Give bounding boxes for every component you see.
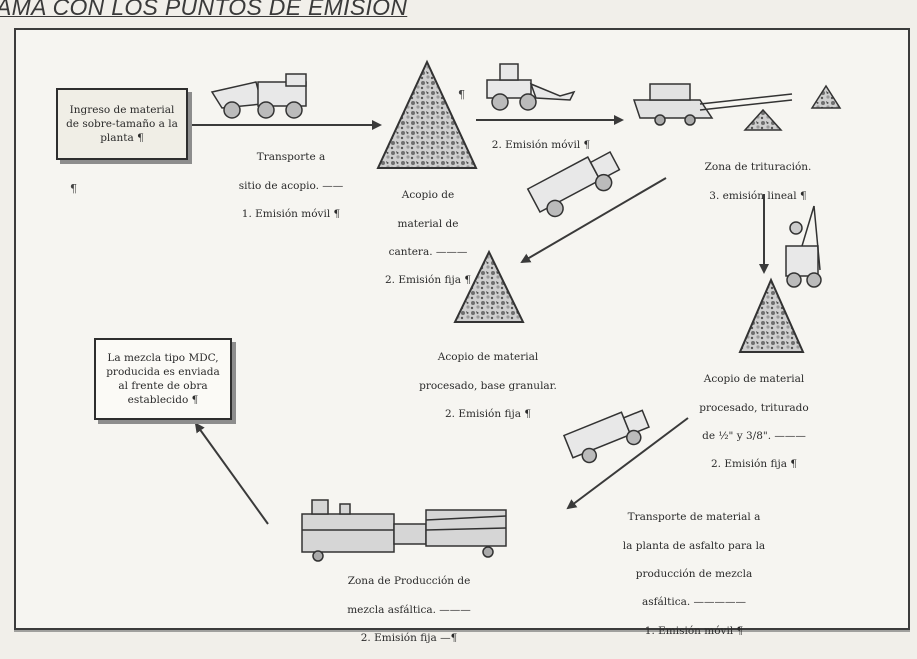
front-loader-icon <box>486 63 576 111</box>
transporte-acopio-line-2: sitio de acopio. —— <box>238 179 344 192</box>
acopio-cantera-line-4: 2. Emisión fija ¶ <box>384 274 472 287</box>
acopio-triturado-line-1: Acopio de material <box>703 373 805 386</box>
stockpile-cantera-icon <box>376 59 478 169</box>
pilcrow-mark-left: ¶ <box>70 182 77 195</box>
excavator-icon <box>785 205 822 288</box>
acopio-cantera-line-3: cantera. ——— <box>388 245 468 258</box>
dump-truck-icon-2 <box>526 151 621 218</box>
stockpile-triturado-icon <box>738 277 805 353</box>
transporte-asfalto-line-4: asfáltica. ————— <box>641 596 747 609</box>
emision-movil-2-line-1: 2. Emisión móvil ¶ <box>491 139 591 152</box>
label-zona-produccion: Zona de Producción de mezcla asfáltica. … <box>324 560 494 659</box>
mezcla-line-3: enviada al frente de <box>118 365 220 392</box>
transporte-asfalto-line-1: Transporte de material a <box>627 511 761 524</box>
ingreso-line-3: planta ¶ <box>100 132 144 145</box>
dump-truck-icon-3 <box>562 409 650 464</box>
acopio-base-line-3: 2. Emisión fija ¶ <box>444 407 532 420</box>
transporte-asfalto-line-3: producción de mezcla <box>635 567 753 580</box>
acopio-triturado-line-4: 2. Emisión fija ¶ <box>710 458 798 471</box>
diagram-canvas: AMA CON LOS PUNTOS DE EMISION <box>0 0 910 644</box>
mezcla-enviada-box: La mezcla tipo MDC, producida es enviada… <box>94 338 232 420</box>
acopio-cantera-line-1: Acopio de <box>401 189 455 202</box>
transporte-asfalto-line-5: 1. Emisión móvil ¶ <box>644 624 744 637</box>
label-acopio-base: Acopio de material procesado, base granu… <box>404 336 572 435</box>
label-acopio-triturado: Acopio de material procesado, triturado … <box>680 358 828 486</box>
label-transporte-asfalto: Transporte de material a la planta de as… <box>604 496 784 652</box>
label-zona-trituracion: Zona de trituración. 3. emisión lineal ¶ <box>688 146 828 217</box>
bottom-rule <box>14 630 910 632</box>
ingreso-line-1: Ingreso de material <box>69 103 175 116</box>
page-title: AMA CON LOS PUNTOS DE EMISION <box>0 0 408 20</box>
transporte-acopio-line-1: Transporte a <box>256 151 326 164</box>
mezcla-line-1: La mezcla tipo MDC, <box>107 351 219 364</box>
arrow-produccion-to-mezcla <box>194 422 269 525</box>
stockpile-base-granular-icon <box>453 249 525 323</box>
acopio-triturado-line-2: procesado, triturado <box>699 401 809 414</box>
zona-produccion-line-3: 2. Emisión fija —¶ <box>360 631 458 644</box>
crusher-plant-icon <box>632 83 842 131</box>
zona-produccion-line-2: mezcla asfáltica. ——— <box>347 603 471 616</box>
dump-truck-icon-1 <box>210 73 307 119</box>
mezcla-line-4: obra establecido ¶ <box>127 380 208 407</box>
mezcla-line-2: producida es <box>106 365 175 378</box>
zona-produccion-line-1: Zona de Producción de <box>347 575 471 588</box>
ingreso-line-2: de sobre-tamaño a la <box>66 117 178 130</box>
zona-trituracion-line-2: 3. emisión lineal ¶ <box>709 189 807 202</box>
label-emision-movil-2: 2. Emisión móvil ¶ <box>476 124 606 167</box>
transporte-acopio-line-3: 1. Emisión móvil ¶ <box>241 207 341 220</box>
arrow-trituracion-to-base <box>520 177 667 264</box>
asphalt-plant-icon <box>301 499 507 562</box>
acopio-cantera-line-2: material de <box>397 217 459 230</box>
acopio-base-line-2: procesado, base granular. <box>419 379 557 392</box>
pilcrow-mark-top: ¶ <box>458 88 465 101</box>
label-acopio-cantera: Acopio de material de cantera. ——— 2. Em… <box>370 174 486 302</box>
label-transporte-acopio: Transporte a sitio de acopio. —— 1. Emis… <box>226 136 356 235</box>
diagram-graphics <box>192 59 842 562</box>
zona-trituracion-line-1: Zona de trituración. <box>704 161 812 174</box>
transporte-asfalto-line-2: la planta de asfalto para la <box>622 539 766 552</box>
acopio-base-line-1: Acopio de material <box>437 351 539 364</box>
arrow-triturado-to-produccion <box>566 417 689 510</box>
ingreso-material-box: Ingreso de material de sobre-tamaño a la… <box>56 88 188 160</box>
acopio-triturado-line-3: de ½" y 3/8". ——— <box>702 429 806 442</box>
